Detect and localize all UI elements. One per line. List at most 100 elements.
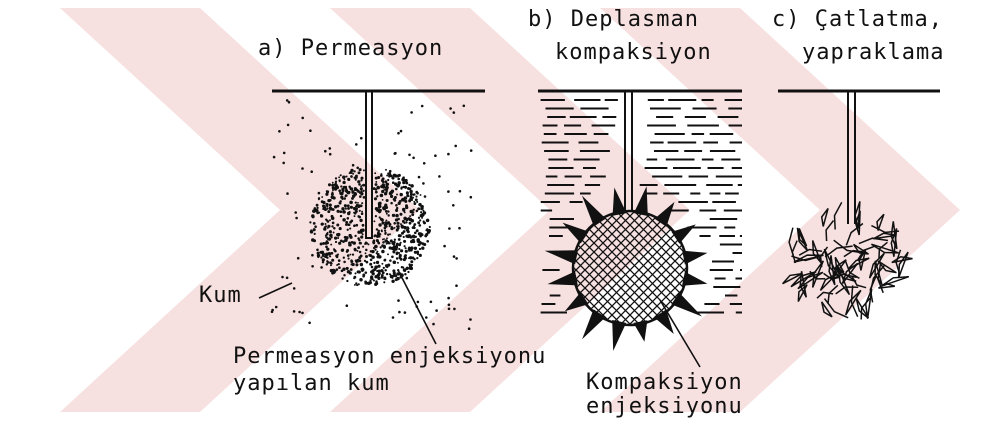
sand-dot	[449, 107, 452, 110]
grout-dot	[359, 278, 363, 282]
grout-dot	[353, 212, 355, 214]
sand-dot	[398, 311, 401, 314]
sand-dot	[360, 137, 363, 140]
grout-dot	[343, 186, 346, 189]
grout-dot	[325, 193, 328, 196]
grout-dot	[394, 196, 397, 199]
grout-dot	[342, 210, 346, 214]
grout-dot	[349, 254, 351, 256]
grout-dot	[336, 210, 339, 213]
sand-dot	[410, 111, 413, 114]
grout-dot	[346, 249, 349, 252]
grout-dot	[424, 234, 427, 237]
sand-dot	[309, 129, 312, 132]
grout-dot	[419, 254, 422, 257]
grout-dot	[332, 208, 335, 211]
grout-dot	[413, 193, 415, 195]
grout-dot	[330, 264, 332, 266]
grout-dot	[341, 207, 344, 210]
grout-dot	[396, 222, 399, 225]
grout-dot	[376, 255, 379, 258]
grout-dot	[362, 233, 364, 235]
grout-dot	[316, 248, 319, 251]
grout-dot	[380, 194, 384, 198]
grout-dot	[426, 228, 428, 230]
grout-dot	[423, 221, 425, 223]
grout-dot	[340, 174, 342, 176]
grout-dot	[338, 266, 341, 269]
grout-dot	[405, 268, 407, 270]
grout-dot	[343, 257, 345, 259]
grout-dot	[382, 206, 386, 210]
grout-dot	[385, 210, 388, 213]
sand-dot	[295, 217, 298, 220]
grout-dot	[385, 220, 387, 222]
grout-dot	[320, 256, 322, 258]
sand-dot	[443, 245, 446, 248]
grout-dot	[392, 277, 394, 279]
sand-dot	[293, 310, 296, 313]
sand-dot	[329, 153, 332, 156]
grout-dot	[383, 281, 385, 283]
grout-dot	[375, 215, 377, 217]
sand-dot	[448, 308, 451, 311]
grout-dot	[317, 211, 319, 213]
panel-b-title-line2: kompaksiyon	[555, 40, 712, 65]
grout-dot	[396, 229, 399, 232]
grout-dot	[400, 187, 402, 189]
grout-dot	[384, 180, 387, 183]
grout-dot	[382, 177, 385, 180]
grout-dot	[332, 186, 335, 189]
grout-dot	[384, 192, 387, 195]
grout-dot	[389, 242, 391, 244]
sand-dot	[412, 157, 415, 160]
grout-dot	[421, 217, 423, 219]
grout-dot	[365, 252, 367, 254]
panel-a-bulb-label-line1: Permeasyon enjeksiyonu	[233, 344, 546, 369]
sand-dot	[308, 322, 311, 325]
grout-dot	[373, 239, 376, 242]
grout-dot	[377, 230, 380, 233]
grout-dot	[376, 195, 378, 197]
grout-dot	[387, 234, 389, 236]
grout-dot	[408, 263, 411, 266]
grout-dot	[384, 227, 387, 230]
sand-dot	[271, 309, 274, 312]
grout-dot	[385, 222, 388, 225]
sand-dot	[434, 154, 437, 157]
grout-dot	[347, 178, 350, 181]
grout-dot	[325, 223, 327, 225]
grout-dot	[349, 201, 353, 205]
grout-dot	[349, 228, 351, 230]
grout-dot	[386, 237, 388, 239]
grout-dot	[377, 253, 380, 256]
grout-dot	[393, 241, 396, 244]
grout-dot	[347, 223, 350, 226]
grout-dot	[353, 224, 356, 227]
grout-dot	[329, 230, 332, 233]
sand-dot	[469, 318, 472, 321]
sand-dot	[458, 227, 461, 230]
grout-dot	[386, 175, 388, 177]
grout-dot	[404, 273, 406, 275]
panel-a-soil-label: Kum	[199, 283, 242, 308]
grout-dot	[375, 177, 378, 180]
grout-dot	[397, 181, 400, 184]
sand-dot	[301, 312, 304, 315]
grout-dot	[408, 184, 410, 186]
grout-dot	[366, 242, 368, 244]
grout-dot	[383, 245, 386, 248]
sand-dot	[430, 301, 433, 304]
grout-dot	[420, 242, 423, 245]
sand-dot	[286, 192, 289, 195]
grout-dot	[402, 198, 404, 200]
grout-dot	[419, 248, 421, 250]
grout-dot	[332, 182, 334, 184]
grout-dot	[336, 264, 338, 266]
sand-dot	[468, 327, 471, 330]
grout-dot	[409, 222, 412, 225]
grout-dot	[391, 255, 394, 258]
grout-dot	[410, 210, 414, 214]
grout-dot	[341, 249, 344, 252]
grout-dot	[338, 189, 341, 192]
